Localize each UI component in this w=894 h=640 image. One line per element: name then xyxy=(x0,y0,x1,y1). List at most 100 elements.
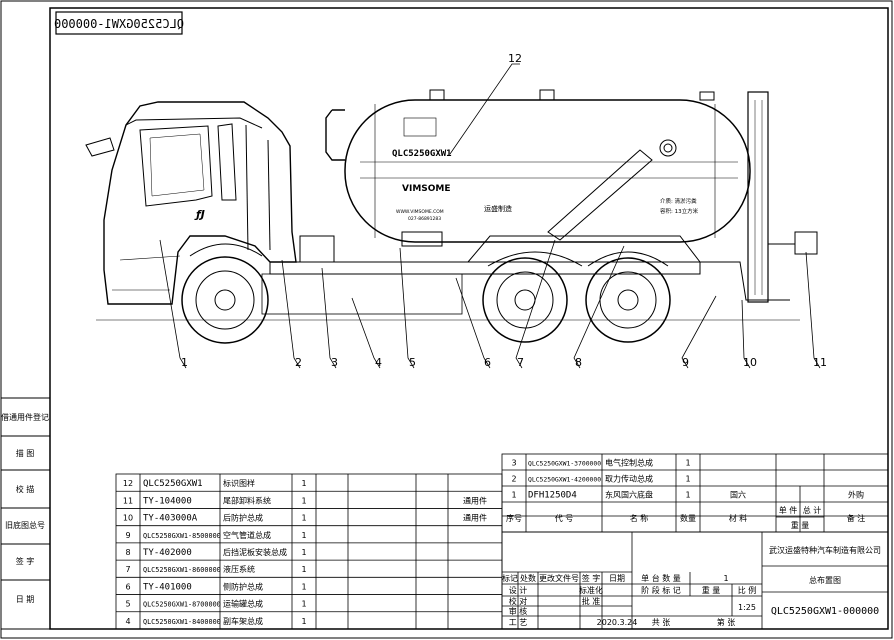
drawing-number: QLC5250GXW1-000000 xyxy=(771,606,879,617)
bom-row-qty: 1 xyxy=(301,582,306,591)
chassis-frame xyxy=(269,261,701,275)
callout-numbers: 1 2 3 4 5 6 7 8 9 10 11 12 xyxy=(181,52,827,369)
bom-row-code: QLC5250GXW1-8600000 xyxy=(143,566,221,574)
bom-row-name: 空气管道总成 xyxy=(223,530,271,540)
bom-row-code: TY-402000 xyxy=(143,548,192,558)
bom-header-single: 单 件 xyxy=(779,505,798,515)
bom-row-qty: 1 xyxy=(301,617,306,626)
front-wheel xyxy=(181,243,269,344)
bom-row-no: 6 xyxy=(125,582,130,591)
bom-row-code: DFH1250D4 xyxy=(528,491,577,501)
bom-header-weight: 重 量 xyxy=(791,520,810,530)
callout-4: 4 xyxy=(375,356,382,369)
callout-2: 2 xyxy=(295,356,302,369)
bom-row-name: 东风国六底盘 xyxy=(605,490,653,500)
bom-row-qty: 1 xyxy=(301,600,306,609)
sheets-total: 共 张 xyxy=(652,618,671,627)
bom-row-code: QLC5250GXW1-8500000 xyxy=(143,532,221,540)
stage-mark-label: 阶 段 标 记 xyxy=(641,585,681,595)
company-name: 武汉运盛特种汽车制造有限公司 xyxy=(769,545,881,555)
bom-row-name: 尾部卸料系统 xyxy=(223,495,271,505)
website-text: WWW.VIMSOME.COM xyxy=(396,209,444,215)
bom-row-note: 通用件 xyxy=(463,495,487,505)
left-strip-labels: 借通用件登记 描 图 校 描 旧底图总号 签 字 日 期 xyxy=(1,412,49,604)
bom-row-name: 副车架总成 xyxy=(223,616,263,626)
mark-row-file: 更改文件号 xyxy=(539,573,579,583)
bom-row-qty: 1 xyxy=(685,491,690,500)
callout-8: 8 xyxy=(575,356,582,369)
bom-row-code: TY-401000 xyxy=(143,582,192,592)
spec-medium-text: 介质: 清淤污粪 xyxy=(660,197,697,205)
bom-row-no: 1 xyxy=(511,491,516,500)
bom-row-no: 12 xyxy=(123,479,133,488)
bom-row-name: 标识图样 xyxy=(223,478,255,488)
title-block-text: 武汉运盛特种汽车制造有限公司 总布置图 QLC5250GXW1-000000 标… xyxy=(502,545,881,627)
bom-row-note: 外购 xyxy=(848,490,864,500)
spec-volume-text: 容积: 13立方米 xyxy=(660,207,699,215)
bom-row-no: 4 xyxy=(125,617,130,626)
mirror xyxy=(85,137,115,157)
svg-text:ƒJ: ƒJ xyxy=(194,208,205,221)
bom-header-name: 名 称 xyxy=(630,513,649,523)
tank-model-text: QLC5250GXW1 xyxy=(392,149,452,159)
strip-label-date: 日 期 xyxy=(16,595,35,604)
bom-row-code: TY-403000A xyxy=(143,514,198,524)
approve-label: 批 准 xyxy=(582,596,601,606)
mark-row-sign: 签 字 xyxy=(582,573,601,583)
bom-row-no: 3 xyxy=(511,459,516,468)
strip-label-trace: 描 图 xyxy=(16,448,35,458)
bom-header-material: 材 料 xyxy=(729,513,748,523)
bom-row-name: 后挡泥板安装总成 xyxy=(223,547,287,557)
callout-1: 1 xyxy=(181,356,188,369)
mark-row-date: 日期 xyxy=(609,574,625,583)
truck-cab: ƒJ xyxy=(85,101,297,305)
bom-row-name: 取力传动总成 xyxy=(605,474,653,484)
strip-label-check: 校 描 xyxy=(16,484,35,494)
bom-row-name: 液压系统 xyxy=(223,564,255,574)
callout-leaders xyxy=(159,63,821,369)
vacuum-tank xyxy=(299,89,818,303)
strip-label-register: 借通用件登记 xyxy=(1,412,49,422)
callout-11: 11 xyxy=(813,356,827,369)
rear-door xyxy=(747,91,769,303)
sheet-number: 第 张 xyxy=(717,617,736,627)
bom-header-total: 总 计 xyxy=(803,505,822,515)
rear-wheel-1 xyxy=(482,257,568,343)
scale-label: 比 例 xyxy=(738,585,757,595)
brand-text: VIMSOME xyxy=(402,184,451,194)
truck-side-view: ƒJ QLC5250GXW1 VIMSOME WWW.VIM xyxy=(85,89,818,344)
bom-row-no: 2 xyxy=(511,475,516,484)
drawing-title: 总布置图 xyxy=(809,575,841,585)
chassis-components xyxy=(261,273,463,315)
maker-text: 运盛制造 xyxy=(484,204,512,213)
bom-row-no: 5 xyxy=(125,600,130,609)
bom-row-qty: 1 xyxy=(301,531,306,540)
bom-row-qty: 1 xyxy=(301,496,306,505)
strip-label-sign: 签 字 xyxy=(16,556,35,566)
bom-row-name: 后防护总成 xyxy=(223,513,263,523)
scale-value: 1:25 xyxy=(738,603,756,612)
single-qty-value: 1 xyxy=(723,574,728,583)
row-check: 校 对 xyxy=(509,596,528,606)
bom-row-qty: 1 xyxy=(301,479,306,488)
bom-row-code: QLC5250GXW1-3700000 xyxy=(528,460,601,468)
callout-9: 9 xyxy=(682,356,689,369)
phone-text: 027-86891283 xyxy=(408,216,441,222)
bom-row-code: QLC5250GXW1-8400000 xyxy=(143,618,221,626)
hydraulic-arm xyxy=(547,139,677,241)
callout-5: 5 xyxy=(409,356,416,369)
mark-row-mark: 标记 xyxy=(502,573,518,583)
mark-row-count: 处数 xyxy=(520,573,536,583)
bom-row-name: 侧防护总成 xyxy=(223,581,263,591)
callout-12: 12 xyxy=(508,52,522,65)
bom-row-qty: 1 xyxy=(685,475,690,484)
bom-row-qty: 1 xyxy=(301,565,306,574)
rear-wheel-2 xyxy=(585,257,671,343)
callout-6: 6 xyxy=(484,356,491,369)
bom-row-code: QLC5250GXW1-4200000 xyxy=(528,476,601,484)
discharge-valve xyxy=(794,231,818,255)
single-qty-label: 单 台 数 量 xyxy=(641,573,681,583)
bom-row-no: 8 xyxy=(125,548,130,557)
